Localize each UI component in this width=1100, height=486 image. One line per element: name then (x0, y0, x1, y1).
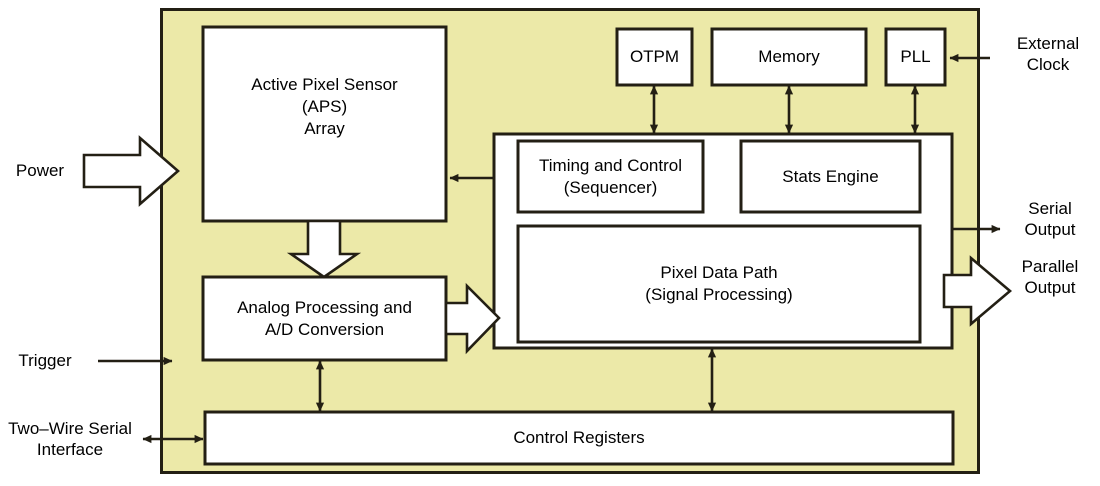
otpm-label: OTPM (629, 47, 680, 66)
aps-to-analog-block-arrow (286, 219, 362, 279)
parallel-output-label: Parallel Output (1021, 257, 1079, 297)
control-registers-block (203, 410, 955, 466)
stats-engine-label: Stats Engine (782, 166, 879, 186)
serial-output-label: Serial Output (1024, 199, 1076, 239)
pll-label: PLL (900, 47, 931, 66)
power-block-arrow (82, 135, 180, 207)
aps-array-label: Active Pixel Sensor (APS) Array (251, 75, 398, 138)
pll-block (884, 27, 947, 87)
pixel-data-path-label: Pixel Data Path (Signal Processing) (645, 263, 793, 304)
memory-label: Memory (758, 47, 820, 66)
two-wire-serial-interface-label: Two–Wire Serial Interface (8, 419, 132, 459)
pixel-data-path-block (516, 224, 922, 344)
timing-control-label: Timing and Control (Sequencer) (539, 155, 682, 197)
parallel-output-block-arrow (942, 255, 1013, 327)
power-label: Power (15, 161, 65, 180)
control-registers-label: Control Registers (513, 428, 645, 447)
memory-block (710, 27, 868, 87)
analog-to-panel-block-arrow (444, 282, 501, 355)
otpm-block (615, 27, 694, 87)
external-clock-label: External Clock (1016, 34, 1080, 74)
stats-engine-block (739, 139, 922, 214)
analog-processing-block (201, 275, 448, 362)
aps-array-block (201, 25, 448, 223)
analog-processing-label: Analog Processing and A/D Conversion (237, 297, 412, 339)
trigger-label: Trigger (18, 351, 72, 370)
timing-control-block (516, 139, 705, 214)
